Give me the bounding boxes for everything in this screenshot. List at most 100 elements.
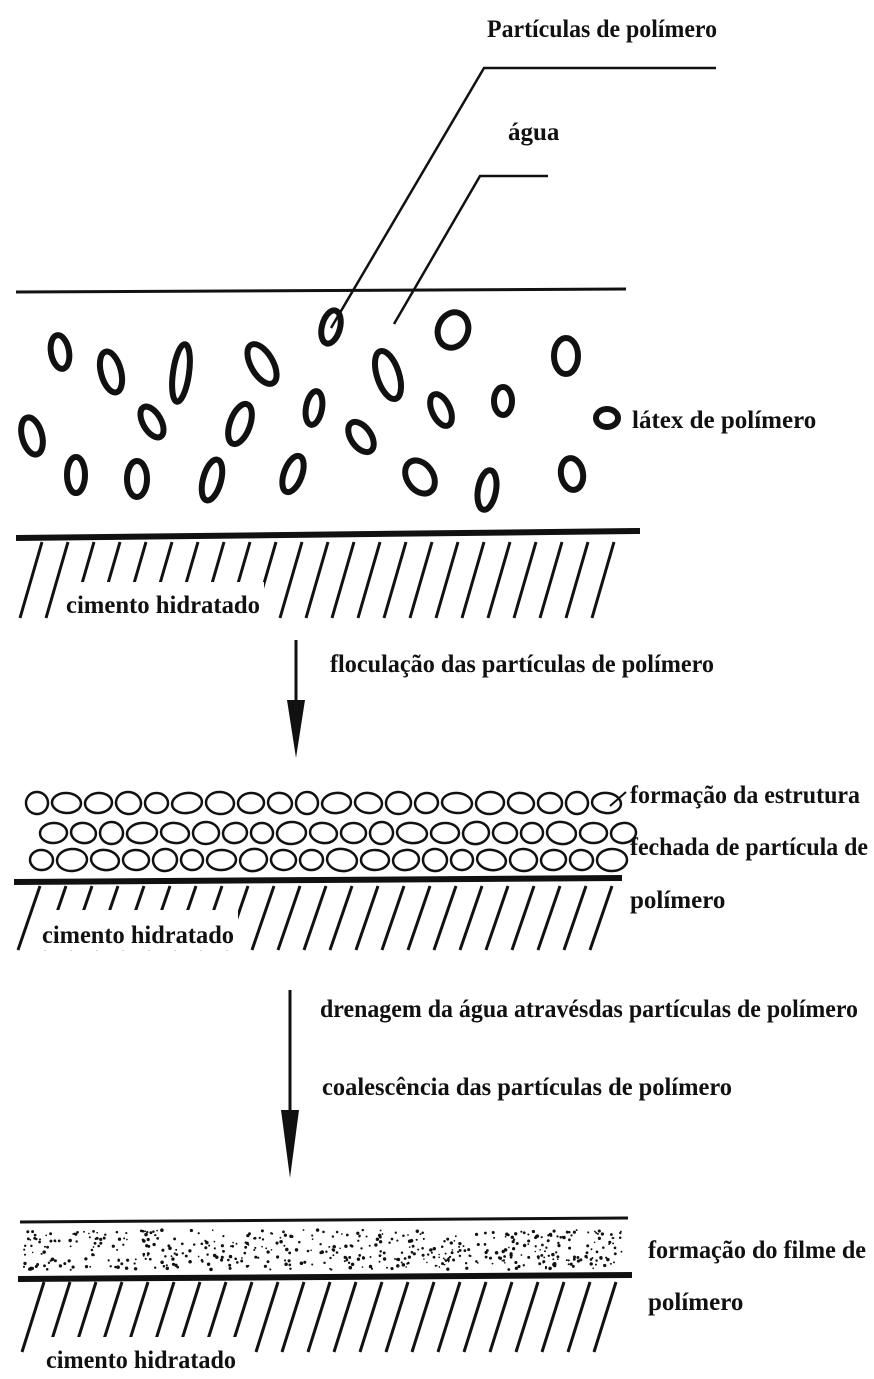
latex-particle [48, 334, 72, 371]
film-dot [443, 1240, 445, 1242]
film-dot [619, 1236, 622, 1239]
film-dot [613, 1261, 615, 1263]
packed-particle [450, 849, 473, 870]
film-dot [421, 1231, 424, 1234]
film-dot [142, 1239, 146, 1243]
film-dot [515, 1267, 518, 1270]
film-dot [467, 1248, 470, 1251]
film-dot [513, 1247, 515, 1249]
film-dot [171, 1255, 173, 1257]
hatch-line [486, 886, 508, 950]
hatch-line [462, 542, 484, 618]
film-dot [370, 1256, 372, 1258]
film-dot [603, 1264, 606, 1267]
packed-particle [507, 791, 536, 815]
film-dot [592, 1267, 594, 1269]
packed-particle [591, 792, 622, 815]
film-dot [548, 1255, 550, 1257]
film-dot [348, 1256, 351, 1259]
film-dot [551, 1253, 554, 1256]
film-dot [99, 1242, 102, 1245]
film-dot [597, 1233, 599, 1235]
latex-particle [370, 348, 406, 402]
film-dot [156, 1237, 159, 1240]
film-dot [275, 1242, 278, 1245]
film-dot [344, 1260, 346, 1262]
film-dot [185, 1255, 188, 1258]
packed-particle [56, 848, 87, 872]
film-dot [587, 1231, 589, 1233]
hatch-line [360, 1282, 382, 1352]
film-dot [452, 1259, 455, 1262]
film-dot [122, 1244, 124, 1246]
film-dot [92, 1230, 95, 1233]
film-dot [438, 1254, 440, 1256]
film-dot [426, 1262, 428, 1264]
film-dot [176, 1266, 179, 1269]
film-dot [144, 1230, 146, 1232]
film-dot [439, 1266, 441, 1268]
film-dot [325, 1250, 327, 1252]
film-dot [366, 1235, 368, 1237]
film-dot [261, 1229, 264, 1232]
film-dot [264, 1265, 267, 1268]
packed-particle [597, 849, 627, 872]
film-dot [83, 1231, 85, 1233]
film-dot [166, 1264, 168, 1266]
film-dot [176, 1253, 178, 1255]
substrate-surface-1 [16, 531, 640, 538]
film-dot [388, 1241, 390, 1243]
film-dot [125, 1232, 127, 1234]
film-dot [446, 1238, 449, 1241]
packed-particle [326, 847, 359, 873]
film-dot [346, 1257, 348, 1259]
film-dot [535, 1245, 537, 1247]
hatch-line [308, 1282, 330, 1352]
film-dot [84, 1257, 87, 1260]
hatch-line [590, 886, 612, 950]
film-dot [557, 1242, 559, 1244]
film-dot [201, 1261, 203, 1263]
film-dot [416, 1239, 418, 1241]
packed-particle [299, 849, 324, 871]
hatch-line [434, 886, 456, 950]
packed-particles [24, 790, 637, 873]
film-dot [402, 1263, 405, 1266]
film-dot [508, 1247, 510, 1249]
film-dot [590, 1262, 593, 1265]
film-dot [586, 1251, 589, 1254]
film-dot [599, 1256, 602, 1259]
film-dot [416, 1230, 419, 1233]
hatch-line [438, 1282, 460, 1352]
film-dot [321, 1250, 324, 1253]
label-film-line1: formação do filme de [648, 1237, 866, 1264]
film-dot [557, 1244, 560, 1247]
packed-particle [520, 822, 544, 844]
down-arrow-icon [281, 1110, 299, 1178]
film-dot [323, 1262, 325, 1264]
label-packed-line3: polímero [630, 887, 725, 914]
film-dot [547, 1234, 550, 1237]
film-dot [303, 1261, 306, 1264]
film-dot [379, 1261, 381, 1263]
film-dot [383, 1251, 386, 1254]
label-flocculation: floculação das partículas de polímero [330, 651, 714, 678]
film-dot [116, 1265, 120, 1269]
label-water: água [508, 119, 560, 146]
film-dot [167, 1244, 170, 1247]
film-dot [598, 1229, 601, 1232]
film-dot [312, 1238, 314, 1240]
film-dot [288, 1259, 291, 1262]
hatch-line [436, 542, 458, 618]
film-dot [512, 1240, 515, 1243]
film-dot [493, 1237, 495, 1239]
film-dot [319, 1243, 321, 1245]
film-dot [421, 1247, 424, 1250]
film-dot [620, 1231, 622, 1233]
film-dot [351, 1245, 354, 1248]
film-dot [45, 1235, 47, 1237]
packed-particle [354, 791, 383, 814]
film-dot [212, 1229, 214, 1231]
hatch-line [566, 542, 588, 618]
film-dot [48, 1262, 50, 1264]
